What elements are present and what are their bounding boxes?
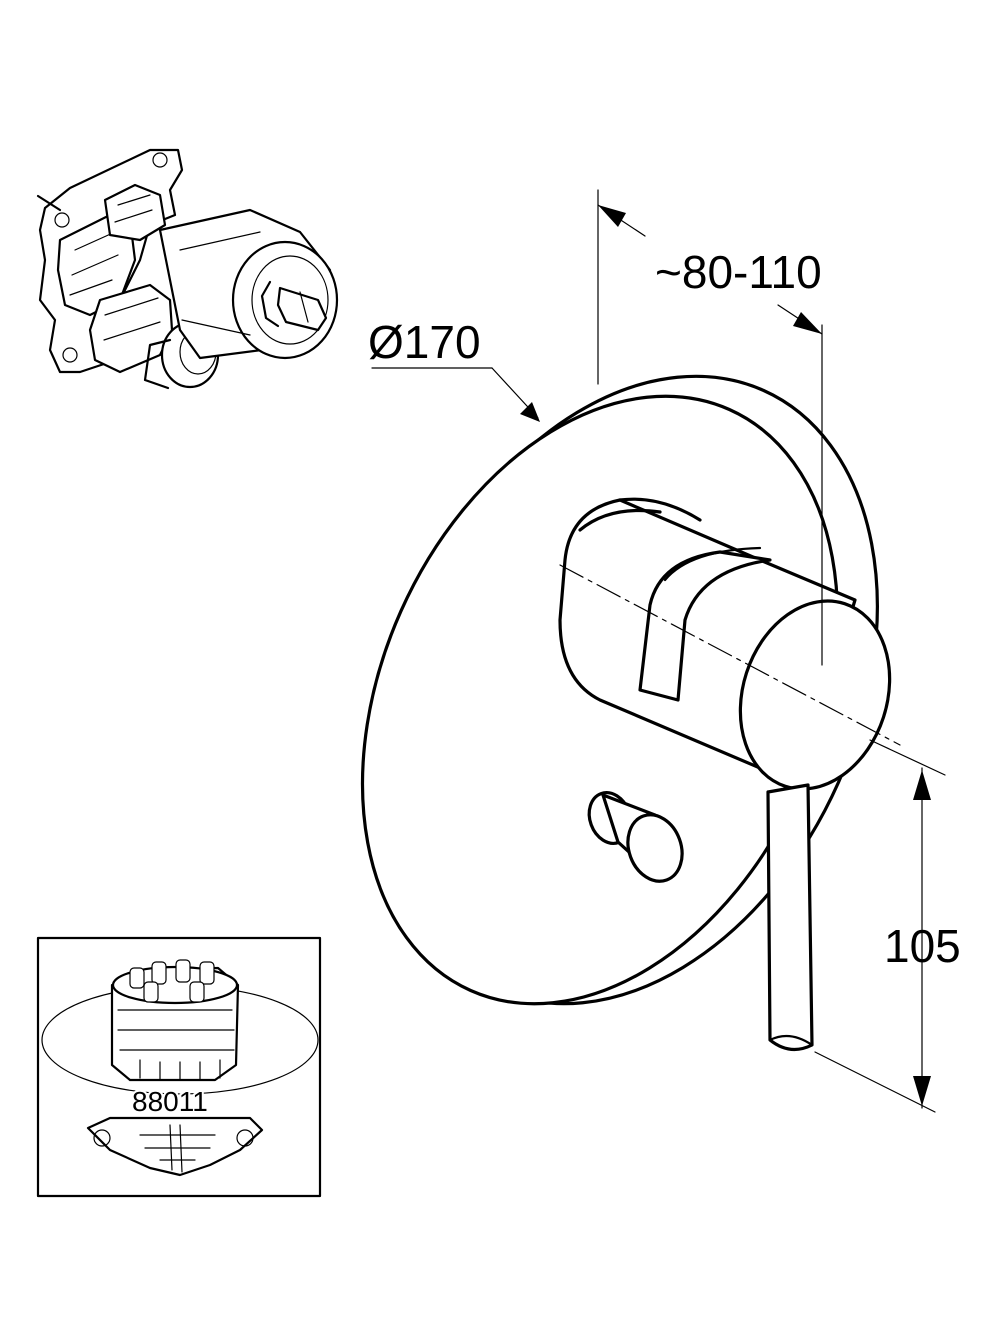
centre-line	[559, 564, 901, 746]
projection-label: ~80-110	[655, 246, 822, 298]
inset-box	[36, 936, 322, 1198]
diverter-knob	[587, 791, 684, 883]
dimension-lines	[371, 189, 946, 1113]
lever-handle	[558, 497, 892, 1052]
rough-in-valve-illustration	[36, 148, 339, 390]
height-label: 105	[884, 920, 961, 972]
diameter-label: Ø170	[368, 316, 481, 368]
part-number-label: 88011	[132, 1086, 208, 1117]
